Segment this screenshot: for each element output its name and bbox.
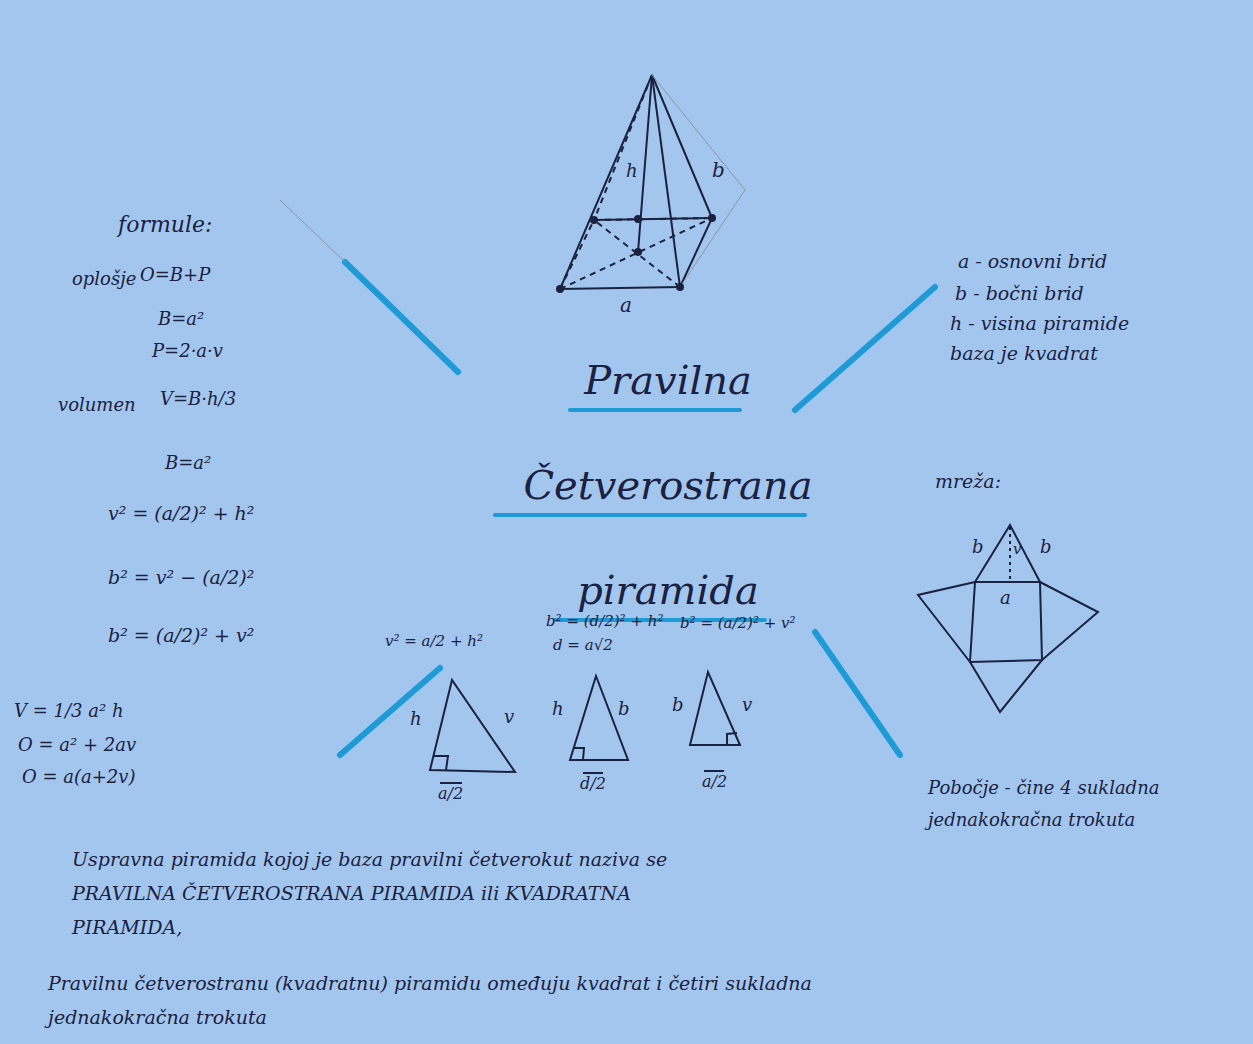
formula: O = a(a+2v) <box>22 766 136 788</box>
note: Pobočje - čine 4 sukladna jednakokračna … <box>928 772 1218 837</box>
legend-note: a - osnovni brid <box>958 250 1107 273</box>
side-label: a/2 <box>438 784 463 803</box>
legend-note: baza je kvadrat <box>950 342 1098 365</box>
side-label: a/2 <box>702 772 727 791</box>
side-label: v <box>504 706 514 728</box>
section-heading: formule: <box>118 212 212 238</box>
side-label: b <box>972 536 984 558</box>
side-label: h <box>410 708 422 730</box>
title-underline <box>570 408 740 412</box>
blue-stroke <box>815 632 900 755</box>
formula: b² = v² − (a/2)² <box>108 566 254 589</box>
blue-stroke <box>345 262 458 372</box>
formula: V=B·h/3 <box>160 388 236 410</box>
right-triangles <box>430 672 740 783</box>
side-label: b <box>1040 536 1052 558</box>
edge-label: b <box>712 158 725 182</box>
title: Pravilna Četverostrana piramida <box>488 328 848 643</box>
edge-label: h <box>626 160 638 182</box>
edge-label: a <box>620 293 632 317</box>
legend-note: h - visina piramide <box>950 312 1129 335</box>
formula: b² = (d/2)² + h² <box>546 612 663 630</box>
formula: V = 1/3 a² h <box>14 700 123 722</box>
formula: B=a² <box>165 452 211 474</box>
formula: b² = (a/2)² + v² <box>108 624 254 647</box>
title-underline <box>495 513 805 517</box>
term-label: oplošje <box>72 268 136 290</box>
pyramid-figure <box>280 75 745 289</box>
side-label: b <box>672 694 684 716</box>
formula: v² = (a/2)² + h² <box>108 502 254 525</box>
side-label: v <box>742 694 752 716</box>
blue-stroke <box>795 287 935 410</box>
blue-stroke <box>340 668 440 755</box>
formula: d = a√2 <box>553 636 613 654</box>
side-label: h <box>552 698 564 720</box>
side-label: d/2 <box>580 774 606 793</box>
formula: O=B+P <box>140 264 210 286</box>
formula: O = a² + 2av <box>18 734 136 756</box>
section-heading: mreža: <box>935 470 1001 493</box>
note: Pravilnu četverostranu (kvadratnu) piram… <box>48 966 868 1034</box>
pyramid-net <box>918 525 1098 712</box>
formula: b² = (a/2)² + v² <box>680 614 796 632</box>
note: Uspravna piramida kojoj je baza pravilni… <box>72 842 712 945</box>
formula: v² = a/2 + h² <box>385 632 483 650</box>
term-label: volumen <box>58 394 136 416</box>
legend-note: b - bočni brid <box>955 282 1084 305</box>
side-label: v <box>1013 540 1021 558</box>
formula: B=a² <box>158 308 204 330</box>
side-label: a <box>1000 587 1011 609</box>
formula: P=2·a·v <box>152 340 223 362</box>
side-label: b <box>618 698 630 720</box>
